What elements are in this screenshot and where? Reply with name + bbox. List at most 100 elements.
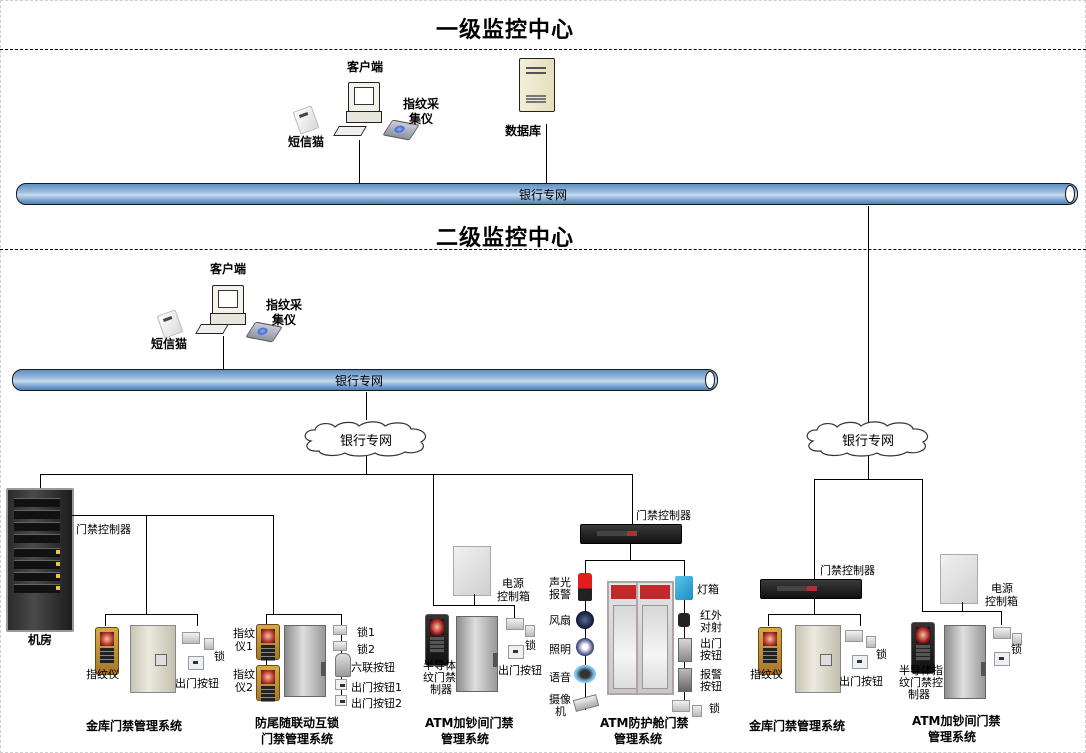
right-atm-cash-title-1: ATM加钞间门禁 [912,714,1001,728]
interlock-door-icon [284,625,326,697]
server-room-controller-label: 门禁控制器 [76,523,131,536]
infrared-sensor-icon [678,613,690,627]
fan-label: 风扇 [549,614,571,627]
booth-bus [585,560,685,561]
alarm-button-panel-icon [678,668,692,692]
voice-label: 语音 [549,671,571,684]
cloud-label: 银行专网 [841,434,894,449]
server-rack-icon [6,488,74,632]
right-cloud-down-link [868,456,869,479]
server-room-label: 机房 [28,633,53,647]
lightbox-icon [675,576,693,600]
power-cabinet-icon [940,554,978,604]
atm-cash-bus [433,605,515,606]
client-link [359,140,360,184]
lock-plate-icon [866,636,876,648]
interlock-system-link [273,515,274,615]
power-label-2: 控制箱 [497,590,530,603]
cloud-down-link [366,456,367,475]
level1-divider [0,49,1086,50]
lock1-icon [333,625,347,635]
fingerprint-reader-1-icon [256,624,280,661]
right-vault-fingerprint-label: 指纹仪 [750,668,783,681]
semiconductor-fingerprint-controller-icon [911,622,935,674]
right-power-label-2: 控制箱 [985,595,1018,608]
level2-divider [0,249,1086,250]
lock2-label: 锁2 [357,643,375,656]
exit-button-icon [188,656,204,670]
ir-label-1: 红外 [700,609,722,622]
right-semi-label-1: 半导体指 [899,664,943,677]
booth-exit-label-2: 按钮 [700,649,722,662]
interlock-title-1: 防尾随联动互锁 [255,716,340,730]
atm-cash-title-2: 管理系统 [441,732,490,746]
exit-button-2-icon [335,695,347,706]
atm-booth-title-2: 管理系统 [614,732,663,746]
vault-fingerprint-label: 指纹仪 [86,668,119,681]
lock-link [197,614,198,626]
vault-system-title: 金库门禁管理系统 [86,719,183,733]
booth-left-chain [585,560,586,710]
power-cabinet-icon [453,546,491,596]
lock-plate-icon [525,625,535,637]
right-controller-down-link [814,598,815,614]
alarm-button-label-2: 按钮 [700,680,722,693]
server-room-link [40,474,41,488]
atm-booth-link [632,474,633,524]
atm-cash-title-1: ATM加钞间门禁 [425,716,514,730]
right-lock-link [860,614,861,626]
fp1-label-2: 仪1 [235,640,253,653]
level1-fingerprint-label-2: 集仪 [409,112,434,126]
lock-plate-icon [1012,633,1022,645]
level1-to-branch-link [868,206,869,426]
fp1-link [266,614,267,624]
fingerprint-reader-icon [95,627,119,675]
vault-system-link [146,515,147,615]
level1-network-label: 银行专网 [519,188,568,202]
level2-fingerprint-label-1: 指纹采 [266,298,303,312]
voice-icon [574,665,596,683]
database-server-icon [519,58,555,112]
alarm-button-label-1: 报警 [700,668,722,681]
exit-button-1-icon [335,679,347,690]
database-link [546,124,547,184]
vault-lock-label: 锁 [214,650,225,663]
atm-lock-link [514,605,515,619]
right-cabinet-link [962,602,963,611]
camera-label-2: 机 [555,705,566,718]
interlock-bus [266,614,342,615]
fingerprint-reader-icon [758,627,782,675]
lock-icon [506,618,524,630]
fan-icon [576,611,594,629]
lock1-label: 锁1 [357,626,375,639]
fp-chain-link [266,658,267,666]
fingerprint-reader-2-icon [256,665,280,702]
level1-client-label: 客户端 [347,60,384,74]
lock2-icon [333,641,347,651]
access-controller-icon [760,579,862,599]
rack-bus [72,515,274,516]
right-atm-cash-title-2: 管理系统 [928,730,977,744]
level2-client-link [223,336,224,369]
six-button-label: 六联按钮 [351,661,395,674]
exit1-label: 出门按钮1 [351,681,402,694]
atm-cash-link [433,474,434,606]
vault-door-icon [795,625,841,693]
cash-room-door-icon [456,616,498,692]
booth-lock-label: 锁 [709,702,720,715]
six-button-icon [335,653,351,677]
exit-button-icon [994,652,1010,666]
branch-bus-right [366,474,633,475]
right-semi-label-3: 制器 [908,688,930,701]
lock-plate-icon [204,638,214,650]
right-vault-exit-label: 出门按钮 [839,675,883,688]
fp2-label-2: 仪2 [235,681,253,694]
fp2-label-1: 指纹 [233,668,255,681]
right-atm-cash-lock-label: 锁 [1011,643,1022,656]
level1-title: 一级监控中心 [436,18,575,43]
level2-fingerprint-label-2: 集仪 [272,313,297,327]
right-atm-cash-bus [922,611,1002,612]
fp1-label-1: 指纹 [233,627,255,640]
atm-cash-lock-label: 锁 [525,639,536,652]
alarm-label-1: 声光 [549,576,571,589]
